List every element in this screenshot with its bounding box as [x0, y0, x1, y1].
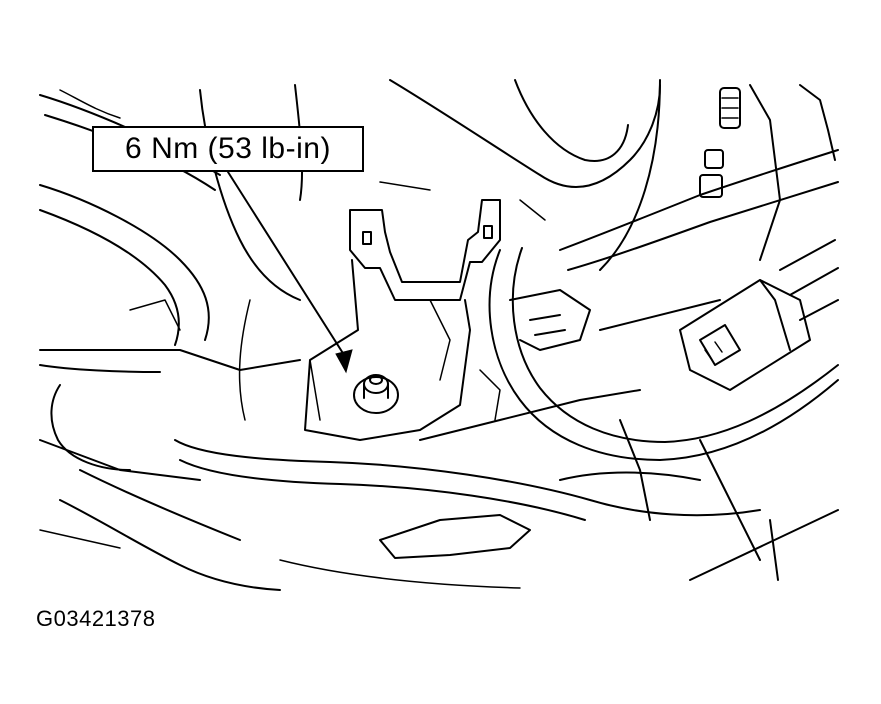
bolt-icon — [353, 374, 399, 414]
wire-harness — [488, 247, 839, 461]
figure-id-label: G03421378 — [36, 606, 156, 631]
electrical-connector — [679, 239, 839, 391]
mounting-bracket — [304, 199, 501, 441]
background-curves-lower — [59, 469, 521, 591]
callout-leader-arrow — [227, 171, 353, 374]
engine-components — [174, 289, 839, 581]
background-curves-top-right — [379, 79, 839, 271]
torque-spec-callout: 6 Nm (53 lb-in) — [92, 126, 364, 172]
